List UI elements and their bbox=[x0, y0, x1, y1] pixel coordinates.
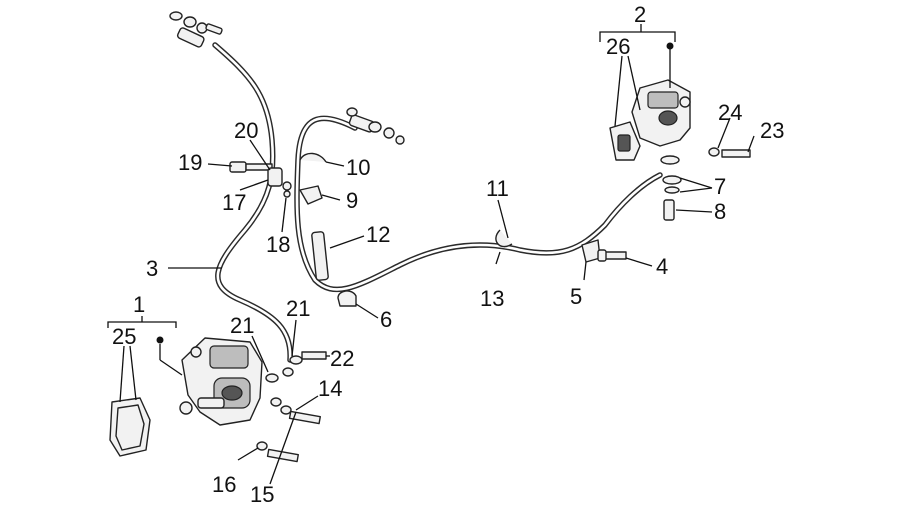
callout-1: 1 bbox=[133, 292, 145, 317]
clip-11 bbox=[495, 229, 513, 248]
callout-23: 23 bbox=[760, 118, 784, 143]
callout-5: 5 bbox=[570, 284, 582, 309]
callout-21-left: 21 bbox=[230, 313, 254, 338]
callout-7: 7 bbox=[714, 174, 726, 199]
clamp-20-17 bbox=[267, 167, 292, 198]
callout-13: 13 bbox=[480, 286, 504, 311]
front-brake-hose bbox=[212, 42, 293, 363]
callout-2: 2 bbox=[634, 2, 646, 27]
bolts-14-15-16 bbox=[256, 397, 321, 463]
callout-20: 20 bbox=[234, 118, 258, 143]
rear-brake-caliper bbox=[631, 79, 691, 147]
callout-22: 22 bbox=[330, 346, 354, 371]
callout-26: 26 bbox=[606, 34, 630, 59]
sleeve-12 bbox=[311, 231, 329, 281]
bolt-23-24 bbox=[708, 147, 751, 158]
callout-16: 16 bbox=[212, 472, 236, 497]
washers-7 bbox=[660, 155, 682, 194]
callout-12: 12 bbox=[366, 222, 390, 247]
callout-labels: 1 2 3 4 5 6 7 8 9 10 11 12 13 14 15 16 1… bbox=[112, 2, 784, 506]
callout-17: 17 bbox=[222, 190, 246, 215]
callout-24: 24 bbox=[718, 100, 742, 125]
callout-18: 18 bbox=[266, 232, 290, 257]
rear-brake-hose bbox=[294, 115, 663, 293]
clip-9 bbox=[299, 185, 323, 205]
bolt-19 bbox=[229, 161, 273, 173]
brake-pads-25 bbox=[109, 397, 151, 457]
callout-3: 3 bbox=[146, 256, 158, 281]
callout-6: 6 bbox=[380, 307, 392, 332]
brake-pads-26 bbox=[609, 121, 641, 161]
callout-10: 10 bbox=[346, 155, 370, 180]
bolt-4 bbox=[597, 249, 627, 262]
bullet-dot-2 bbox=[666, 42, 674, 50]
callout-21-right: 21 bbox=[286, 296, 310, 321]
clip-10 bbox=[299, 152, 327, 163]
callout-4: 4 bbox=[656, 254, 668, 279]
front-brake-caliper bbox=[179, 337, 263, 426]
callout-11: 11 bbox=[486, 176, 509, 201]
top-banjo-fittings bbox=[169, 11, 223, 48]
callout-14: 14 bbox=[318, 376, 342, 401]
callout-9: 9 bbox=[346, 188, 358, 213]
washers-21-22 bbox=[265, 351, 327, 383]
bullet-dot-1 bbox=[156, 336, 164, 344]
callout-8: 8 bbox=[714, 199, 726, 224]
bolt-8 bbox=[663, 199, 675, 221]
leader-lines bbox=[107, 24, 755, 485]
callout-15: 15 bbox=[250, 482, 274, 506]
callout-25: 25 bbox=[112, 324, 136, 349]
callout-19: 19 bbox=[178, 150, 202, 175]
mid-banjo-fittings bbox=[346, 107, 405, 145]
clamp-6 bbox=[337, 290, 357, 307]
